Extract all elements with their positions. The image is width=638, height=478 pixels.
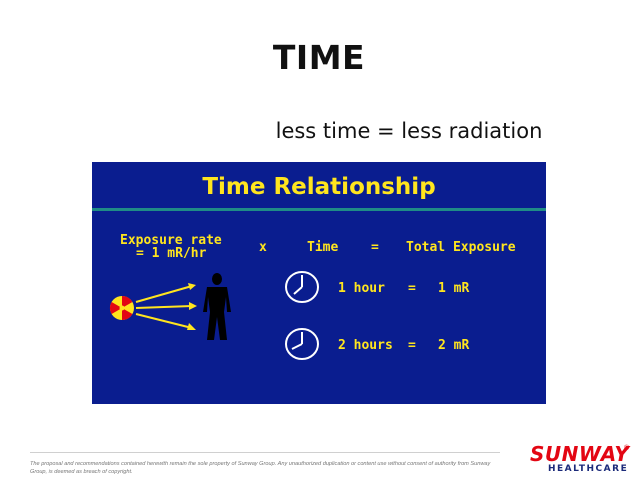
multiply-sign: x <box>259 240 267 255</box>
registered-mark: ® <box>624 445 630 452</box>
time-relationship-panel: Time Relationship Exposure rate = 1 mR/h… <box>92 162 546 404</box>
row1-equals: = <box>408 281 416 296</box>
row2-equals: = <box>408 338 416 353</box>
row1-time: 1 hour <box>338 281 385 296</box>
copyright-notice: The proposal and recommendations contain… <box>30 461 491 475</box>
sunway-logo-wordmark: SUNWAY <box>530 442 630 466</box>
panel-title: Time Relationship <box>202 174 436 200</box>
clock-one-hour-icon <box>285 271 319 303</box>
footer-divider <box>30 452 500 453</box>
exposure-rate-value: = 1 mR/hr <box>136 246 207 261</box>
clock-two-hours-icon <box>285 328 319 360</box>
slide-title: TIME <box>272 38 366 77</box>
exposure-rate-label: Exposure rate <box>120 233 222 248</box>
slide-subtitle: less time = less radiation <box>0 119 638 143</box>
panel-divider <box>92 208 546 211</box>
radiation-source-icon <box>110 283 197 330</box>
equals-sign-header: = <box>371 240 379 255</box>
total-exposure-header: Total Exposure <box>406 240 516 255</box>
row2-result: 2 mR <box>438 338 470 353</box>
row2-time: 2 hours <box>338 338 393 353</box>
person-icon <box>203 273 231 340</box>
subtitle-text: less time = less radiation <box>275 119 543 143</box>
row1-result: 1 mR <box>438 281 470 296</box>
time-header: Time <box>307 240 339 255</box>
healthcare-logo-text: HEALTHCARE <box>548 464 629 474</box>
